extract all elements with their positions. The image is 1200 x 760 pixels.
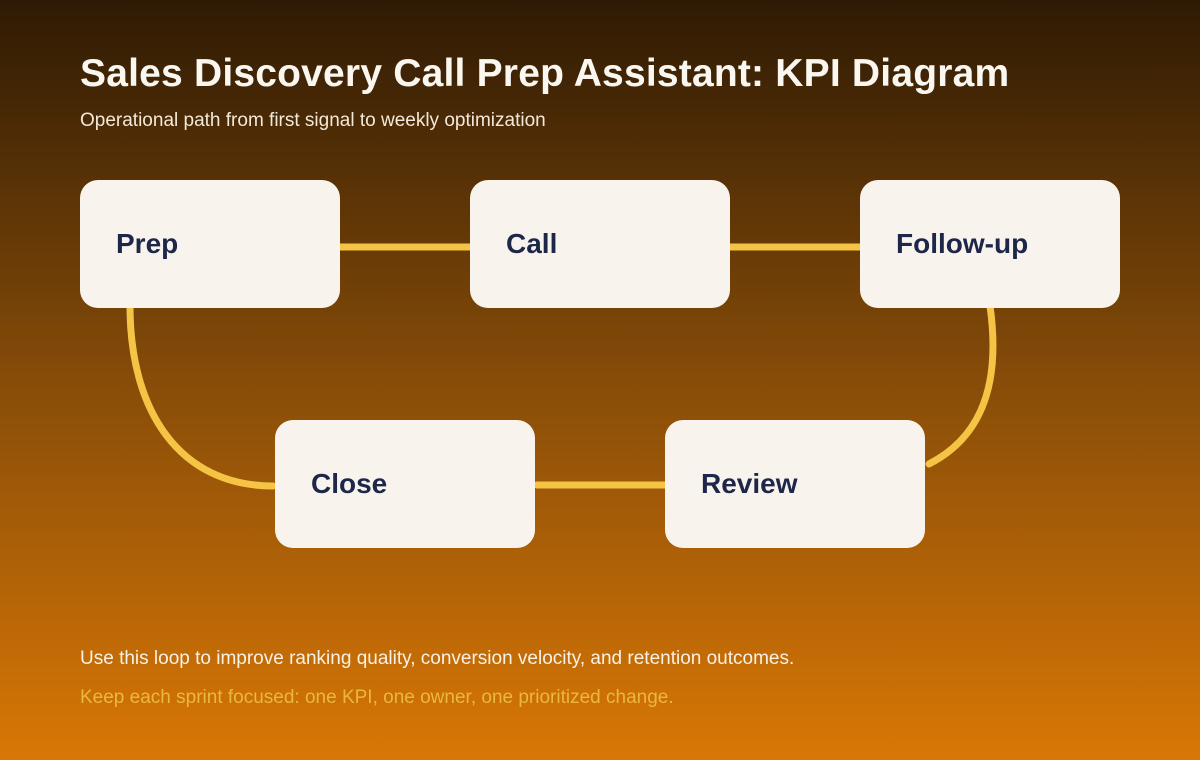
node-call: Call <box>470 180 730 308</box>
node-follow-up: Follow-up <box>860 180 1120 308</box>
connector-prep-close-curve <box>126 302 277 490</box>
node-review-label: Review <box>701 468 798 499</box>
connector-follow-up-review-curve <box>925 302 997 468</box>
node-review: Review <box>665 420 925 548</box>
header: Sales Discovery Call Prep Assistant: KPI… <box>80 52 1009 132</box>
node-follow-up-label: Follow-up <box>896 228 1029 259</box>
node-call-label: Call <box>506 228 558 259</box>
node-close-label: Close <box>311 468 388 499</box>
footer: Use this loop to improve ranking quality… <box>80 648 794 709</box>
footer-guidance: Keep each sprint focused: one KPI, one o… <box>80 687 674 708</box>
node-close: Close <box>275 420 535 548</box>
node-prep-label: Prep <box>116 228 179 259</box>
footer-summary: Use this loop to improve ranking quality… <box>80 648 795 669</box>
page-subtitle: Operational path from first signal to we… <box>80 110 546 131</box>
node-prep: Prep <box>80 180 340 308</box>
page-title: Sales Discovery Call Prep Assistant: KPI… <box>80 52 1010 95</box>
